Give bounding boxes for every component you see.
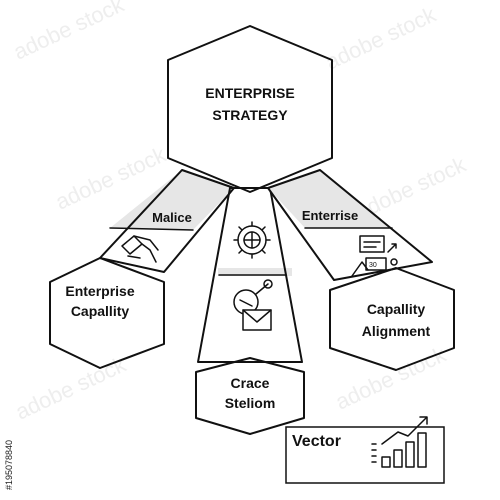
branch-left (99, 169, 235, 273)
node-title-line1: Crace (231, 375, 270, 391)
presentation-board-icon: 30 (351, 235, 398, 277)
node-title-line1: Capallity (367, 301, 426, 317)
center-node: ENTERPRISE STRATEGY (167, 25, 333, 193)
email-envelope-icon (233, 279, 273, 331)
watermark-text: adobe stock (322, 1, 441, 74)
center-hexagon (167, 25, 333, 193)
node-hexagon (329, 267, 455, 371)
node-title-line2: Capallity (71, 303, 130, 319)
stock-id: #195078840 (4, 440, 14, 490)
vector-label: Vector (292, 433, 341, 450)
branch-right-shape (267, 169, 433, 281)
node-title-line2: Steliom (225, 395, 276, 411)
branch-left-label: Malice (152, 210, 192, 225)
branch-right-label: Enterrise (302, 208, 358, 223)
node-hexagon (195, 357, 305, 435)
center-title-line2: STRATEGY (212, 107, 288, 123)
node-crace-steliom: Crace Steliom (195, 357, 305, 435)
node-hexagon (49, 257, 165, 369)
branch-left-divider (109, 227, 194, 231)
gear-globe-icon (233, 221, 271, 259)
growth-chart-icon (371, 416, 428, 468)
node-title-line1: Enterprise (65, 283, 134, 299)
vector-box: Vector (285, 416, 445, 484)
node-enterprise-capallity: Enterprise Capallity (49, 257, 165, 369)
branch-right (267, 169, 433, 281)
watermark-text: adobe stock (10, 0, 129, 65)
handshake-icon (121, 235, 159, 263)
branch-middle-band (218, 268, 292, 276)
svg-text:30: 30 (369, 262, 377, 269)
branch-middle (197, 187, 303, 363)
node-title-line2: Alignment (362, 323, 431, 339)
node-capallity-alignment: Capallity Alignment (329, 267, 455, 371)
center-title-line1: ENTERPRISE (205, 85, 294, 101)
branch-right-band (268, 170, 392, 228)
branch-middle-shape (197, 187, 303, 363)
watermark-text: adobe stock (332, 341, 451, 414)
